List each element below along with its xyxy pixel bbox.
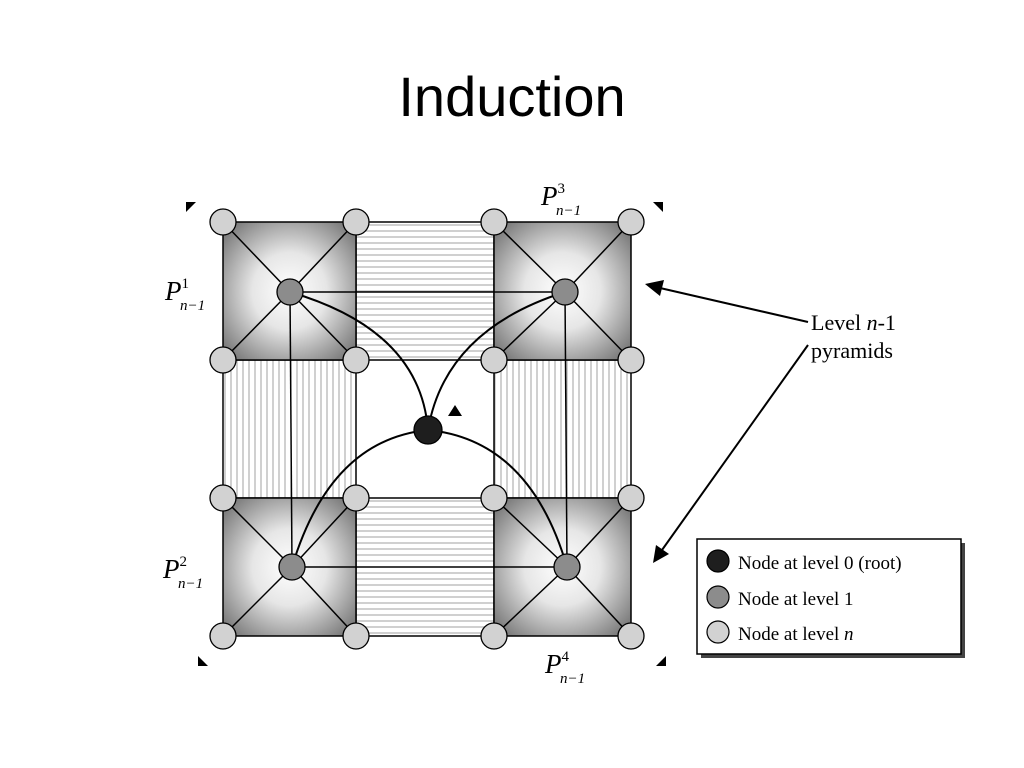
node-level-1-br [553,553,581,581]
node-level-n-3-0 [617,208,645,236]
legend-label-root: Node at level 0 (root) [738,553,902,574]
legend: Node at level 0 (root) Node at level 1 N… [696,538,965,658]
pyramid-edge-p4-3 [566,566,632,637]
node-level-n-3-1 [617,346,645,374]
node-level-1-tr [551,278,579,306]
pyramid-edge-p4-1 [566,497,632,568]
pyramid-edge-p1-1 [289,221,357,293]
node-level-n-2-1 [480,346,508,374]
node-level-n-1-1 [342,346,370,374]
pyramid-edge-p1-2 [222,291,291,361]
hatch-region-right [493,359,632,499]
edge-level1-right [564,291,568,568]
slide-title: Induction [398,65,626,128]
node-level-n-0-0 [209,208,237,236]
corner-marker-br [656,656,666,666]
edge-root-to-p1 [289,291,429,431]
legend-swatch-level1 [706,585,730,609]
callout-line-2: pyramids [811,338,893,363]
callout-arrow-lower [661,344,809,551]
pyramid-edge-p2-3 [291,566,357,637]
pyramid-edge-p1-0 [222,221,291,293]
callout-arrow-upper [659,287,809,323]
node-level-1-tl [276,278,304,306]
edge-root-to-p3 [427,291,566,431]
node-level-n-1-0 [342,208,370,236]
legend-label-leveln: Node at level n [738,624,854,645]
corner-marker-bl [198,656,208,666]
callout: Level n-1 pyramids [645,280,896,563]
hatched-regions [222,221,632,637]
node-root [413,415,443,445]
pyramid-edge-p2-1 [291,497,357,568]
edge-level1-left [289,291,293,568]
node-level-n-3-3 [617,622,645,650]
edges [289,291,568,568]
pyramid-edge-p2-0 [222,497,293,568]
hatch-region-left [222,359,357,499]
node-level-n-3-2 [617,484,645,512]
legend-swatch-root [706,549,730,573]
node-level-n-2-0 [480,208,508,236]
corner-marker-tl [186,202,196,212]
nodes [209,208,645,650]
node-level-n-0-1 [209,346,237,374]
pyramid-edge-p3-2 [493,291,566,361]
legend-box [696,538,962,655]
node-level-1-bl [278,553,306,581]
hatch-region-top [355,221,495,361]
pyramid-edge-p4-0 [493,497,568,568]
legend-label-level1: Node at level 1 [738,589,854,610]
pyramid-edge-p3-1 [564,221,632,293]
callout-arrowhead-lower [653,545,669,563]
legend-swatch-leveln [706,620,730,644]
node-level-n-1-3 [342,622,370,650]
node-level-n-2-3 [480,622,508,650]
callout-line-1: Level n-1 [811,310,896,335]
edge-root-to-p2 [291,429,429,568]
node-level-n-0-2 [209,484,237,512]
node-level-n-0-3 [209,622,237,650]
corner-markers [186,202,666,666]
pyramid-edge-p4-2 [493,566,568,637]
corner-marker-tr [653,202,663,212]
callout-arrowhead-upper [645,280,664,296]
pyramid-edge-p1-3 [289,291,357,361]
root-marker [448,405,462,416]
pyramid-edge-p2-2 [222,566,293,637]
node-level-n-2-2 [480,484,508,512]
edge-root-to-p4 [427,429,568,568]
pyramid-edge-p3-0 [493,221,566,293]
node-level-n-1-2 [342,484,370,512]
pyramid-edge-p3-3 [564,291,632,361]
